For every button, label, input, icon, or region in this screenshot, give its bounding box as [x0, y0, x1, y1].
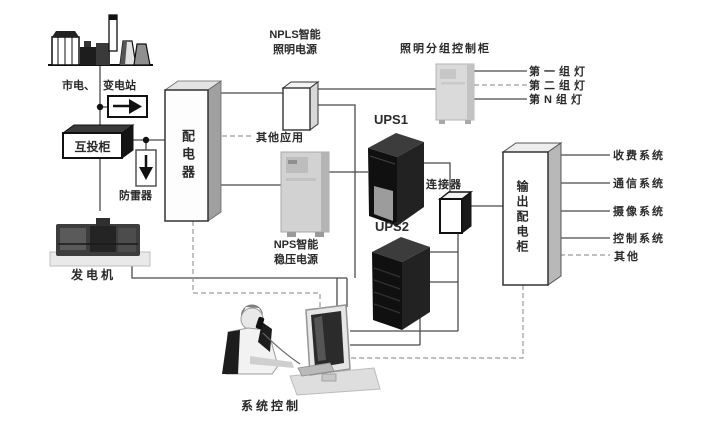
- lighting-cabinet-label: 照明分组控制柜: [400, 43, 491, 55]
- nps-power-label-line2: 稳压电源: [274, 254, 318, 266]
- connector-label: 连接器: [426, 179, 462, 191]
- system-camera-label: 摄像系统: [613, 206, 665, 218]
- substation-label: 变电站: [103, 80, 136, 92]
- system-toll-label: 收费系统: [613, 150, 665, 162]
- system-control-sys-label: 控制系统: [613, 233, 665, 245]
- output-cabinet-box: [501, 142, 563, 286]
- junction-dots: [96, 103, 150, 144]
- lightning-arrester-label: 防雷器: [119, 190, 152, 202]
- lamp-group-2-label: 第二组灯: [529, 80, 589, 92]
- system-communication-label: 通信系统: [613, 178, 665, 190]
- transfer-cabinet-label: 互投柜: [74, 139, 111, 154]
- npls-power-label: NPLS智能 照明电源: [250, 28, 340, 58]
- right-arrow-icon: [113, 99, 142, 114]
- ups2-tower: [372, 237, 430, 330]
- lighting-group-cabinet: [435, 63, 475, 124]
- system-control-label: 系统控制: [241, 399, 302, 413]
- distributor-box: [163, 80, 223, 222]
- generator-label: 发电机: [71, 268, 117, 282]
- generator-illustration: [49, 218, 151, 267]
- ups2-label: UPS2: [375, 219, 409, 234]
- output-cabinet-label: 输出配电柜: [515, 180, 529, 255]
- system-other-label: 其他: [614, 251, 640, 263]
- npls-power-label-line2: 照明电源: [273, 44, 317, 56]
- dashed-wires: [192, 84, 610, 359]
- ups1-tower: [368, 133, 424, 226]
- connector-box: [437, 190, 474, 235]
- nps-power-tower: [280, 151, 330, 237]
- lamp-group-1-label: 第一组灯: [529, 66, 589, 78]
- substation-arrow-box: [107, 95, 148, 118]
- distributor-label: 配电器: [180, 129, 195, 183]
- operator-computer-illustration: [222, 304, 381, 396]
- lamp-group-n-label: 第N组灯: [529, 94, 586, 106]
- nps-power-label: NPS智能 稳压电源: [254, 238, 338, 268]
- transfer-cabinet-box: [61, 124, 135, 159]
- power-plant-illustration: [48, 14, 153, 66]
- lightning-arrester-box: [135, 149, 157, 187]
- npls-power-label-line1: NPLS智能: [269, 29, 321, 41]
- other-apps-label: 其他应用: [256, 132, 304, 144]
- city-power-label: 市电、: [62, 80, 95, 92]
- npls-power-box: [281, 81, 320, 131]
- nps-power-label-line1: NPS智能: [273, 239, 319, 251]
- down-arrow-icon: [139, 155, 153, 180]
- ups1-label: UPS1: [374, 112, 408, 127]
